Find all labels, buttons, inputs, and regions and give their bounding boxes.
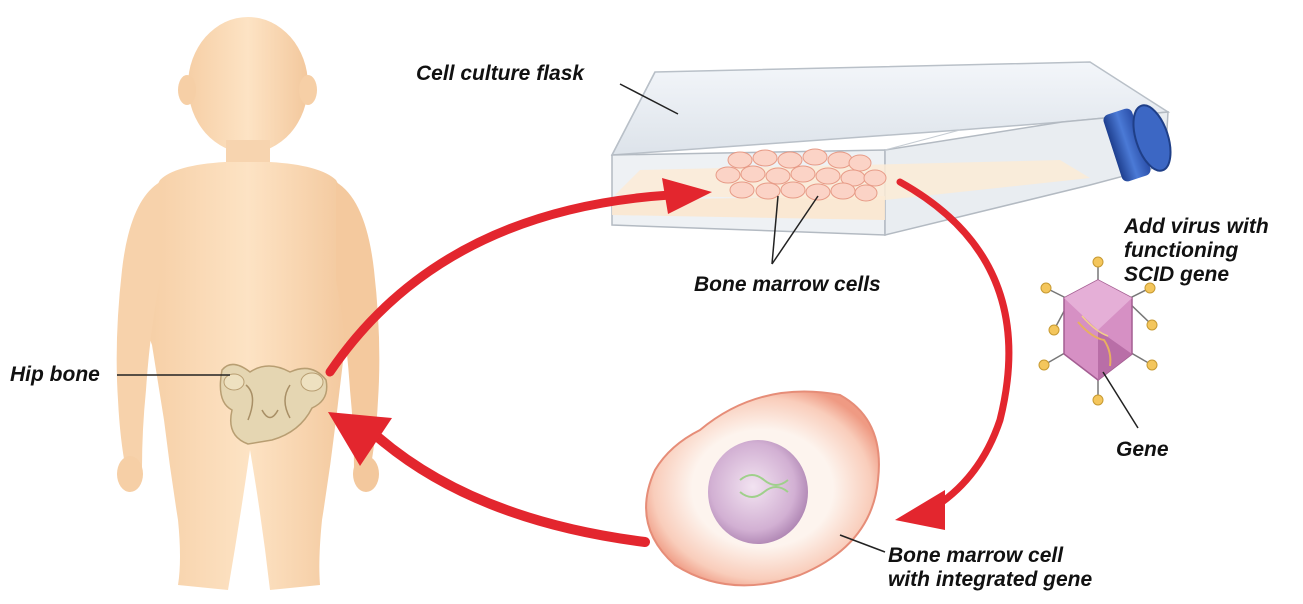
cell-culture-flask (612, 62, 1178, 235)
label-bone-marrow-cells: Bone marrow cells (694, 273, 881, 297)
label-hip-bone: Hip bone (10, 363, 100, 387)
child-figure (117, 17, 380, 590)
label-cell-culture-flask: Cell culture flask (416, 62, 584, 86)
cells-cluster (716, 149, 886, 201)
integrated-cell (646, 392, 879, 586)
label-integrated-line1: Bone marrow cell (888, 544, 1092, 568)
label-gene: Gene (1116, 438, 1169, 462)
label-add-virus-line3: SCID gene (1124, 263, 1269, 287)
nucleus (708, 440, 808, 544)
arrow-cell-to-hip (372, 432, 645, 542)
label-integrated-line2: with integrated gene (888, 568, 1092, 592)
child-head (188, 17, 308, 153)
label-add-virus-line1: Add virus with (1124, 215, 1269, 239)
label-add-virus-line2: functioning (1124, 239, 1269, 263)
label-integrated-cell: Bone marrow cell with integrated gene (888, 544, 1092, 592)
arrow-flask-to-cell (900, 182, 1009, 510)
label-add-virus: Add virus with functioning SCID gene (1124, 215, 1269, 287)
